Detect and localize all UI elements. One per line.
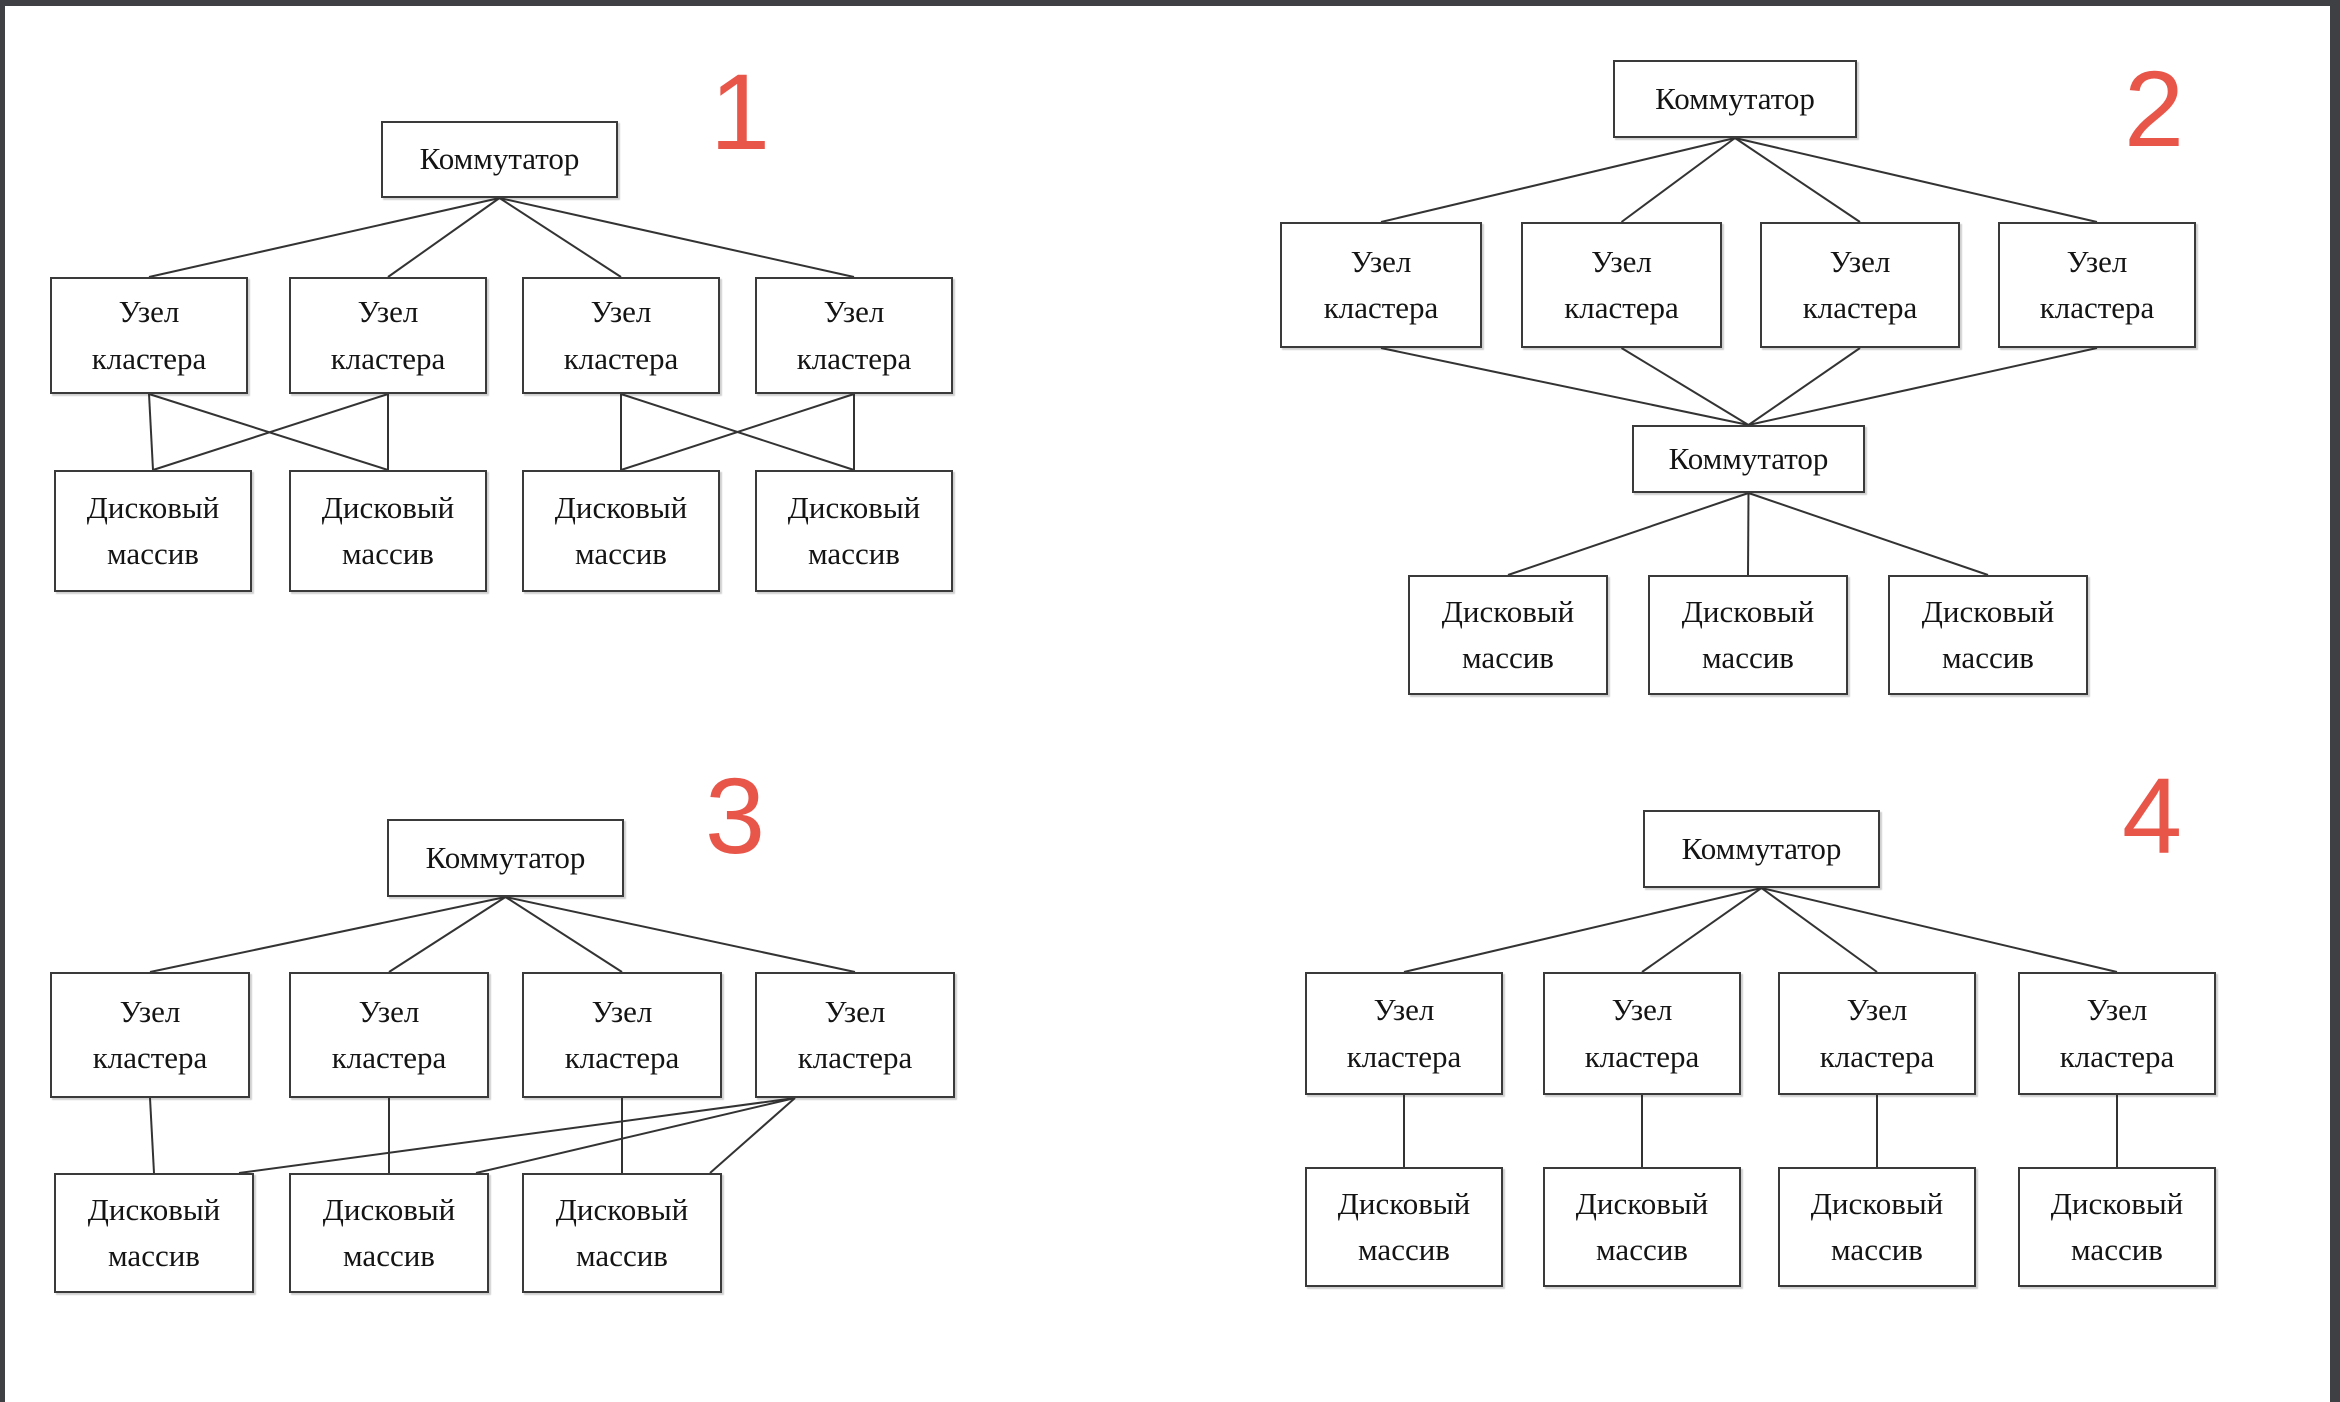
screenshot-frame-right: [2330, 0, 2340, 1402]
diagram-3-cluster-node-box: Узел кластера: [755, 972, 955, 1098]
diagram-3-cluster-node-box: Узел кластера: [289, 972, 489, 1098]
diagram-2-connector-line: [1747, 492, 1750, 576]
diagram-2-connector-line: [1734, 137, 1861, 223]
diagram-2-disk-array-box: Дисковый массив: [1648, 575, 1848, 695]
diagram-3-cluster-node-box: Узел кластера: [50, 972, 250, 1098]
diagram-4-switch-box: Коммутатор: [1643, 810, 1880, 888]
diagram-3-connector-line: [149, 896, 506, 973]
diagram-3-connector-line: [149, 1097, 155, 1174]
diagram-4-cluster-node-box: Узел кластера: [2018, 972, 2216, 1095]
screenshot-frame-left: [0, 0, 5, 1402]
diagram-1-disk-array-box: Дисковый массив: [522, 470, 720, 592]
diagram-1-connector-line: [387, 197, 501, 278]
diagram-2-disk-array-box: Дисковый массив: [1888, 575, 2088, 695]
diagram-2-connector-line: [1620, 347, 1750, 426]
diagram-2-disk-array-box: Дисковый массив: [1408, 575, 1608, 695]
diagram-3-switch-box: Коммутатор: [387, 819, 624, 897]
diagram-1-cluster-node-box: Узел кластера: [289, 277, 487, 394]
diagram-4-cluster-node-box: Узел кластера: [1305, 972, 1503, 1095]
diagram-1-connector-line: [152, 393, 389, 471]
diagram-3-connector-line: [709, 1097, 796, 1174]
diagram-3-disk-array-box: Дисковый массив: [522, 1173, 722, 1293]
diagram-1-connector-line: [620, 393, 855, 471]
diagram-1-connector-line: [148, 197, 500, 278]
diagram-number-badge-4: 4: [2122, 755, 2183, 876]
diagram-3-disk-array-box: Дисковый массив: [54, 1173, 254, 1293]
diagram-2-connector-line: [1380, 347, 1749, 426]
diagram-1-cluster-node-box: Узел кластера: [50, 277, 248, 394]
diagram-4-disk-array-box: Дисковый массив: [1305, 1167, 1503, 1287]
diagram-1-disk-array-box: Дисковый массив: [54, 470, 252, 592]
diagram-2-switch-box: Коммутатор: [1632, 425, 1865, 493]
diagram-3-connector-line: [238, 1097, 796, 1174]
diagram-4-connector-line: [1403, 887, 1762, 973]
diagram-4-connector-line: [1761, 887, 2118, 973]
diagram-2-connector-line: [1507, 492, 1749, 576]
diagram-3-connector-line: [475, 1097, 796, 1174]
diagram-2-connector-line: [1747, 347, 1861, 426]
diagram-2-cluster-node-box: Узел кластера: [1280, 222, 1482, 348]
diagram-4-disk-array-box: Дисковый массив: [2018, 1167, 2216, 1287]
diagram-1-connector-line: [499, 197, 855, 278]
diagram-2-connector-line: [1380, 137, 1736, 223]
diagram-4-disk-array-box: Дисковый массив: [1778, 1167, 1976, 1287]
diagram-4-cluster-node-box: Узел кластера: [1778, 972, 1976, 1095]
diagram-2-connector-line: [1734, 137, 2098, 223]
diagram-2-connector-line: [1620, 137, 1736, 223]
diagram-3-connector-line: [505, 896, 856, 973]
diagram-1-connector-line: [498, 197, 622, 278]
diagram-3-connector-line: [504, 896, 623, 973]
diagram-4-connector-line: [1641, 887, 1763, 973]
diagram-4-cluster-node-box: Узел кластера: [1543, 972, 1741, 1095]
diagram-1-disk-array-box: Дисковый массив: [755, 470, 953, 592]
diagram-number-badge-1: 1: [710, 51, 771, 172]
diagram-3-connector-line: [388, 896, 507, 973]
diagram-1-disk-array-box: Дисковый массив: [289, 470, 487, 592]
diagram-2-connector-line: [1748, 492, 1989, 576]
diagram-2-cluster-node-box: Узел кластера: [1521, 222, 1722, 348]
diagram-number-badge-2: 2: [2124, 48, 2185, 169]
diagram-1-connector-line: [148, 393, 154, 471]
diagram-number-badge-3: 3: [705, 755, 766, 876]
diagram-1-cluster-node-box: Узел кластера: [755, 277, 953, 394]
diagram-4-connector-line: [1760, 887, 1878, 973]
diagram-1-cluster-node-box: Узел кластера: [522, 277, 720, 394]
diagram-2-cluster-node-box: Узел кластера: [1998, 222, 2196, 348]
diagram-2-connector-line: [1748, 347, 2098, 426]
diagram-2-cluster-node-box: Узел кластера: [1760, 222, 1960, 348]
diagram-4-disk-array-box: Дисковый массив: [1543, 1167, 1741, 1287]
diagram-3-disk-array-box: Дисковый массив: [289, 1173, 489, 1293]
diagram-1-switch-box: Коммутатор: [381, 121, 618, 198]
diagram-3-cluster-node-box: Узел кластера: [522, 972, 722, 1098]
screenshot-frame-top: [0, 0, 2340, 6]
diagram-2-switch-box: Коммутатор: [1613, 60, 1857, 138]
